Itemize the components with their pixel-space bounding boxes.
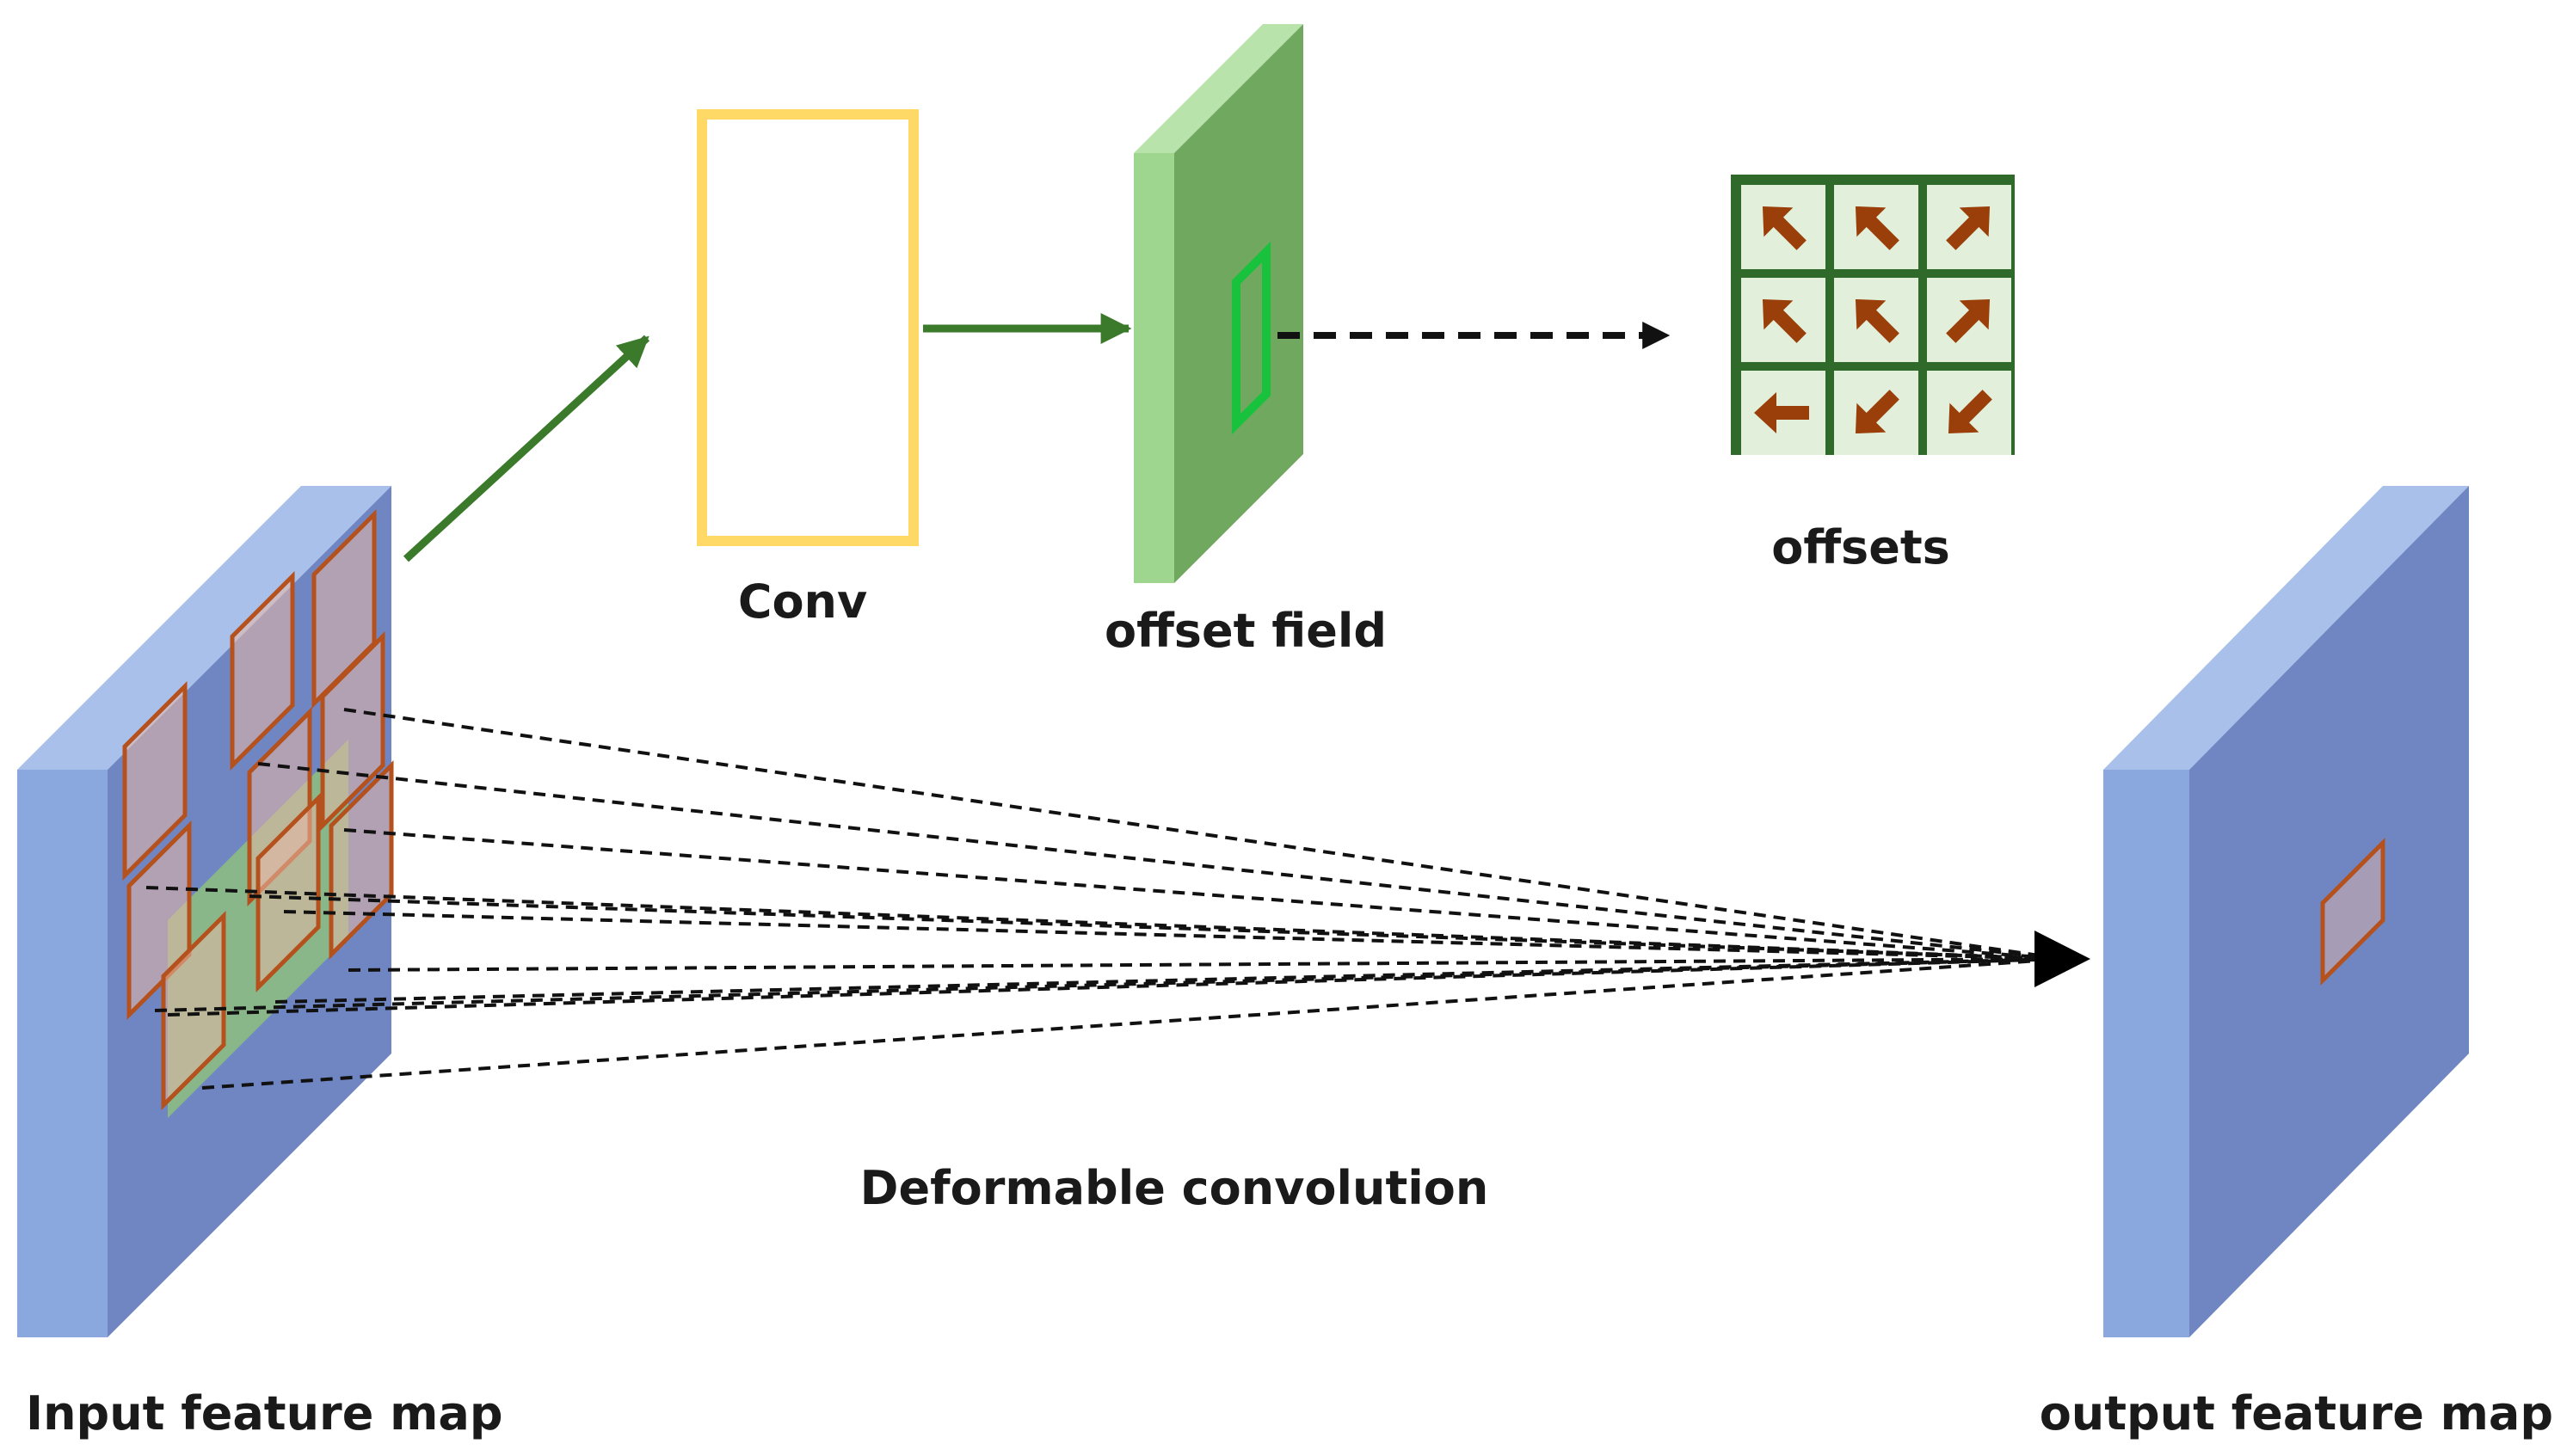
sampling-line — [167, 957, 2064, 1017]
offset-field — [1134, 24, 1303, 583]
conv-label: Conv — [738, 574, 867, 629]
output-map-top-face — [2103, 486, 2469, 770]
offset-arrow-icon — [1946, 206, 1991, 250]
output-feature-map — [2103, 486, 2469, 1337]
sampling-line — [274, 957, 2064, 1004]
offset-field-label: offset field — [1105, 604, 1387, 658]
sampling-point — [320, 630, 385, 832]
offset-arrow-icon — [1762, 206, 1807, 250]
offsets-grid — [1731, 175, 2015, 455]
convergence-arrowhead — [2034, 931, 2090, 987]
sampling-line — [257, 762, 2064, 961]
offset-arrow-icon — [1855, 390, 1899, 434]
deformable-sampling-lines — [145, 708, 2064, 1090]
input-map-front-face — [17, 770, 108, 1337]
output-sample-cell — [2320, 837, 2385, 986]
input-sampling-points — [122, 508, 394, 1111]
offset-arrow-icon — [1855, 206, 1899, 250]
sampling-line — [348, 957, 2064, 972]
offset-field-top-face — [1134, 24, 1303, 153]
sampling-line — [249, 894, 2064, 961]
sampling-point — [122, 680, 188, 882]
sampling-line — [343, 708, 2064, 961]
input-to-conv-arrow — [403, 335, 650, 562]
input-map-top-face — [17, 486, 391, 770]
offset-field-highlight — [1232, 241, 1271, 435]
conv-block — [697, 109, 919, 546]
input-feature-map — [17, 486, 394, 1337]
sampling-line — [201, 957, 2064, 1090]
offset-arrow-icon — [1855, 298, 1899, 343]
offset-arrow-icon — [1948, 390, 1992, 434]
offset-arrow-icon — [1754, 392, 1809, 433]
sampling-line — [145, 886, 2064, 961]
sampling-point — [230, 570, 295, 771]
output-feature-map-label: output feature map — [2040, 1386, 2553, 1441]
input-feature-map-label: Input feature map — [26, 1386, 502, 1441]
offset-field-front-face — [1134, 153, 1174, 583]
offset-arrow-icon — [1762, 298, 1807, 343]
deformable-convolution-label: Deformable convolution — [860, 1161, 1489, 1215]
output-map-side-face — [2189, 486, 2469, 1337]
sampling-line — [343, 828, 2064, 961]
sampling-point — [161, 910, 226, 1111]
offsets-label: offsets — [1771, 520, 1950, 574]
output-map-front-face — [2103, 770, 2189, 1337]
offset-arrow-icon — [1946, 298, 1991, 343]
